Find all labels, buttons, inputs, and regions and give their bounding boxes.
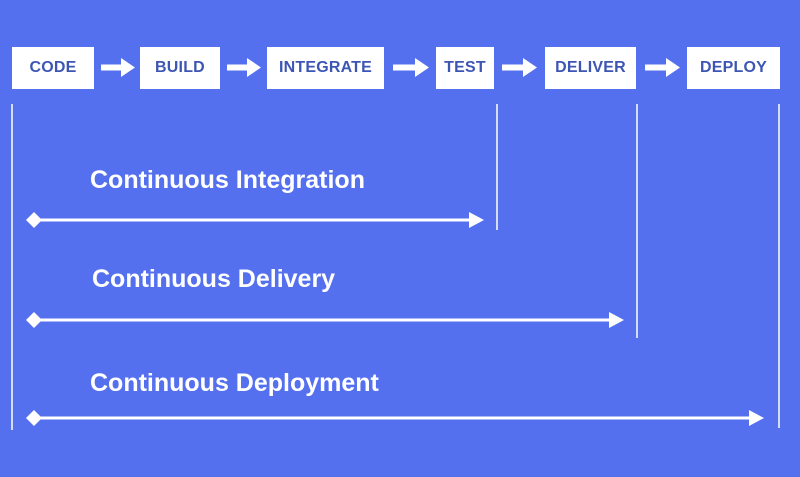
stage-test: TEST bbox=[436, 47, 494, 89]
stage-connector-arrow-2 bbox=[227, 58, 261, 77]
stage-connector-arrow-3 bbox=[393, 58, 429, 77]
stage-connector-arrow-5 bbox=[645, 58, 680, 77]
span-label-continuous-integration: Continuous Integration bbox=[90, 166, 365, 194]
stage-deploy: DEPLOY bbox=[687, 47, 780, 89]
span-label-continuous-deployment: Continuous Deployment bbox=[90, 369, 379, 397]
stage-connector-arrow-4 bbox=[502, 58, 537, 77]
stage-deliver: DELIVER bbox=[545, 47, 636, 89]
stage-integrate: INTEGRATE bbox=[267, 47, 384, 89]
span-arrow-continuous-integration bbox=[26, 212, 484, 228]
span-arrow-continuous-deployment bbox=[26, 410, 764, 426]
stage-connector-arrow-1 bbox=[101, 58, 135, 77]
stage-build: BUILD bbox=[140, 47, 220, 89]
stage-code: CODE bbox=[12, 47, 94, 89]
span-label-continuous-delivery: Continuous Delivery bbox=[92, 265, 336, 293]
span-arrow-continuous-delivery bbox=[26, 312, 624, 328]
